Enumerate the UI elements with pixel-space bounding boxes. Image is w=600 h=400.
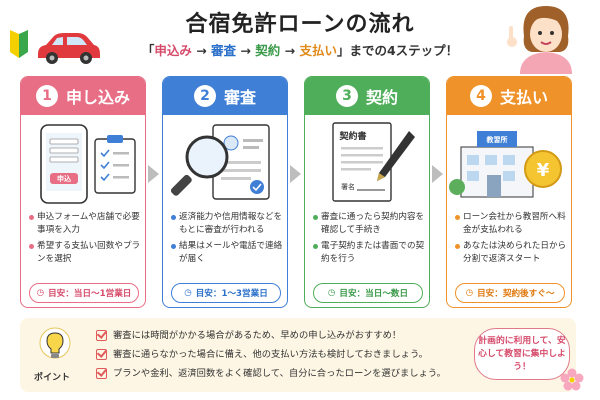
step-3-bullets: 審査に通ったら契約内容を確認して手続き 電子契約または書面での契約を行う xyxy=(313,211,427,269)
step-4-number: 4 xyxy=(469,85,492,107)
step-3-bullet: 審査に通ったら契約内容を確認して手続き xyxy=(313,211,427,236)
step-1-bullets: 申込フォームや店舗で必要事項を入力 希望する支払い回数やプランを選択 xyxy=(29,211,143,269)
step-1-estimate: ◷目安：当日〜1営業日 xyxy=(29,283,139,303)
subtitle-step-payment: 支払い xyxy=(299,43,337,58)
checkbox-icon xyxy=(96,349,107,360)
step-2-estimate: ◷目安：1〜3営業日 xyxy=(171,283,281,303)
school-sign-text: 教習所 xyxy=(486,135,508,144)
step-2-bullet: 返済能力や信用情報などをもとに審査が行われる xyxy=(171,211,285,236)
lightbulb-icon xyxy=(39,327,71,359)
checkbox-icon xyxy=(96,368,107,379)
step-card-4: 4 支払い 教習所 ¥ ローン会社から教習所へ料金が支払われる あなたは決められ… xyxy=(446,76,572,308)
signature-label-text: 署名 xyxy=(341,182,355,191)
page-title: 合宿免許ローンの流れ xyxy=(185,12,415,37)
woman-character-icon xyxy=(507,6,572,74)
step-3-number: 3 xyxy=(335,85,358,107)
subtitle-step-contract: 契約 xyxy=(255,43,281,58)
step-4-bullet: あなたは決められた日から分割で返済スタート xyxy=(455,240,569,265)
step-4-bullet: ローン会社から教習所へ料金が支払われる xyxy=(455,211,569,236)
contract-pen-icon: 契約書 署名 xyxy=(332,122,415,202)
step-2-number: 2 xyxy=(193,85,216,107)
smartphone-clipboard-icon: 申込 xyxy=(40,124,136,204)
step-3-title: 契約 xyxy=(365,88,398,107)
step-2-header: 2 審査 xyxy=(163,77,287,115)
yen-coin-text: ¥ xyxy=(537,160,550,181)
step-card-1: 1 申し込み 申込 申込フォームや店舗で必要事項を入力 希望する支払い回数やプラ… xyxy=(20,76,146,308)
sakura-flower-icon xyxy=(560,368,584,391)
step-3-estimate: ◷目安：当日〜数日 xyxy=(313,283,423,303)
clock-icon: ◷ xyxy=(327,288,336,298)
car-icon xyxy=(38,33,100,64)
subtitle-step-apply: 申込み xyxy=(154,43,192,58)
step-1-title: 申し込み xyxy=(65,88,130,107)
tip-item: 審査には時間がかかる場合があるため、早めの申し込みがおすすめ！ xyxy=(96,326,466,345)
step-3-bullet: 電子契約または書面での契約を行う xyxy=(313,240,427,265)
apply-button-text: 申込 xyxy=(57,174,71,183)
step-4-header: 4 支払い xyxy=(447,77,571,115)
step-1-bullet: 申込フォームや店舗で必要事項を入力 xyxy=(29,211,143,236)
magnifier-document-icon xyxy=(170,124,270,200)
step-4-bullets: ローン会社から教習所へ料金が支払われる あなたは決められた日から分割で返済スター… xyxy=(455,211,569,269)
step-1-header: 1 申し込み xyxy=(21,77,145,115)
points-label: ポイント xyxy=(34,373,71,383)
step-1-number: 1 xyxy=(35,85,58,107)
subtitle-step-review: 審査 xyxy=(211,43,237,58)
arrow-right-icon xyxy=(290,165,301,183)
step-4-estimate: ◷目安：契約後すぐ〜 xyxy=(455,283,565,303)
arrow-right-icon xyxy=(432,165,443,183)
driving-school-building-icon: 教習所 ¥ xyxy=(449,131,562,198)
step-2-bullets: 返済能力や信用情報などをもとに審査が行われる 結果はメールや電話で連絡が届く xyxy=(171,211,285,269)
beginner-mark-icon xyxy=(10,30,28,58)
tip-item: 審査に通らなかった場合に備え、他の支払い方法も検討しておきましょう。 xyxy=(96,345,466,364)
step-3-header: 3 契約 xyxy=(305,77,429,115)
contract-title-text: 契約書 xyxy=(338,130,366,142)
page-subtitle: 「申込み → 審査 → 契約 → 支払い」までの4ステップ！ xyxy=(141,43,459,58)
step-4-title: 支払い xyxy=(499,88,548,107)
step-2-title: 審査 xyxy=(223,88,256,107)
step-1-bullet: 希望する支払い回数やプランを選択 xyxy=(29,240,143,265)
arrow-right-icon xyxy=(148,165,159,183)
clock-icon: ◷ xyxy=(184,288,192,298)
step-2-bullet: 結果はメールや電話で連絡が届く xyxy=(171,240,285,265)
points-tips: 審査には時間がかかる場合があるため、早めの申し込みがおすすめ！ 審査に通らなかっ… xyxy=(96,326,466,383)
step-card-2: 2 審査 返済能力や信用情報などをもとに審査が行われる 結果はメールや電話で連絡… xyxy=(162,76,288,308)
speech-bubble: 計画的に利用して、安心して教習に集中しよう！ xyxy=(474,328,570,380)
step-card-3: 3 契約 契約書 署名 審査に通ったら契約内容を確認して手続き 電子契約または書… xyxy=(304,76,430,308)
clock-icon: ◷ xyxy=(36,288,45,298)
tip-item: プランや金利、返済回数をよく確認して、自分に合ったローンを選びましょう。 xyxy=(96,364,466,383)
clock-icon: ◷ xyxy=(465,288,474,298)
checkbox-icon xyxy=(96,330,107,341)
